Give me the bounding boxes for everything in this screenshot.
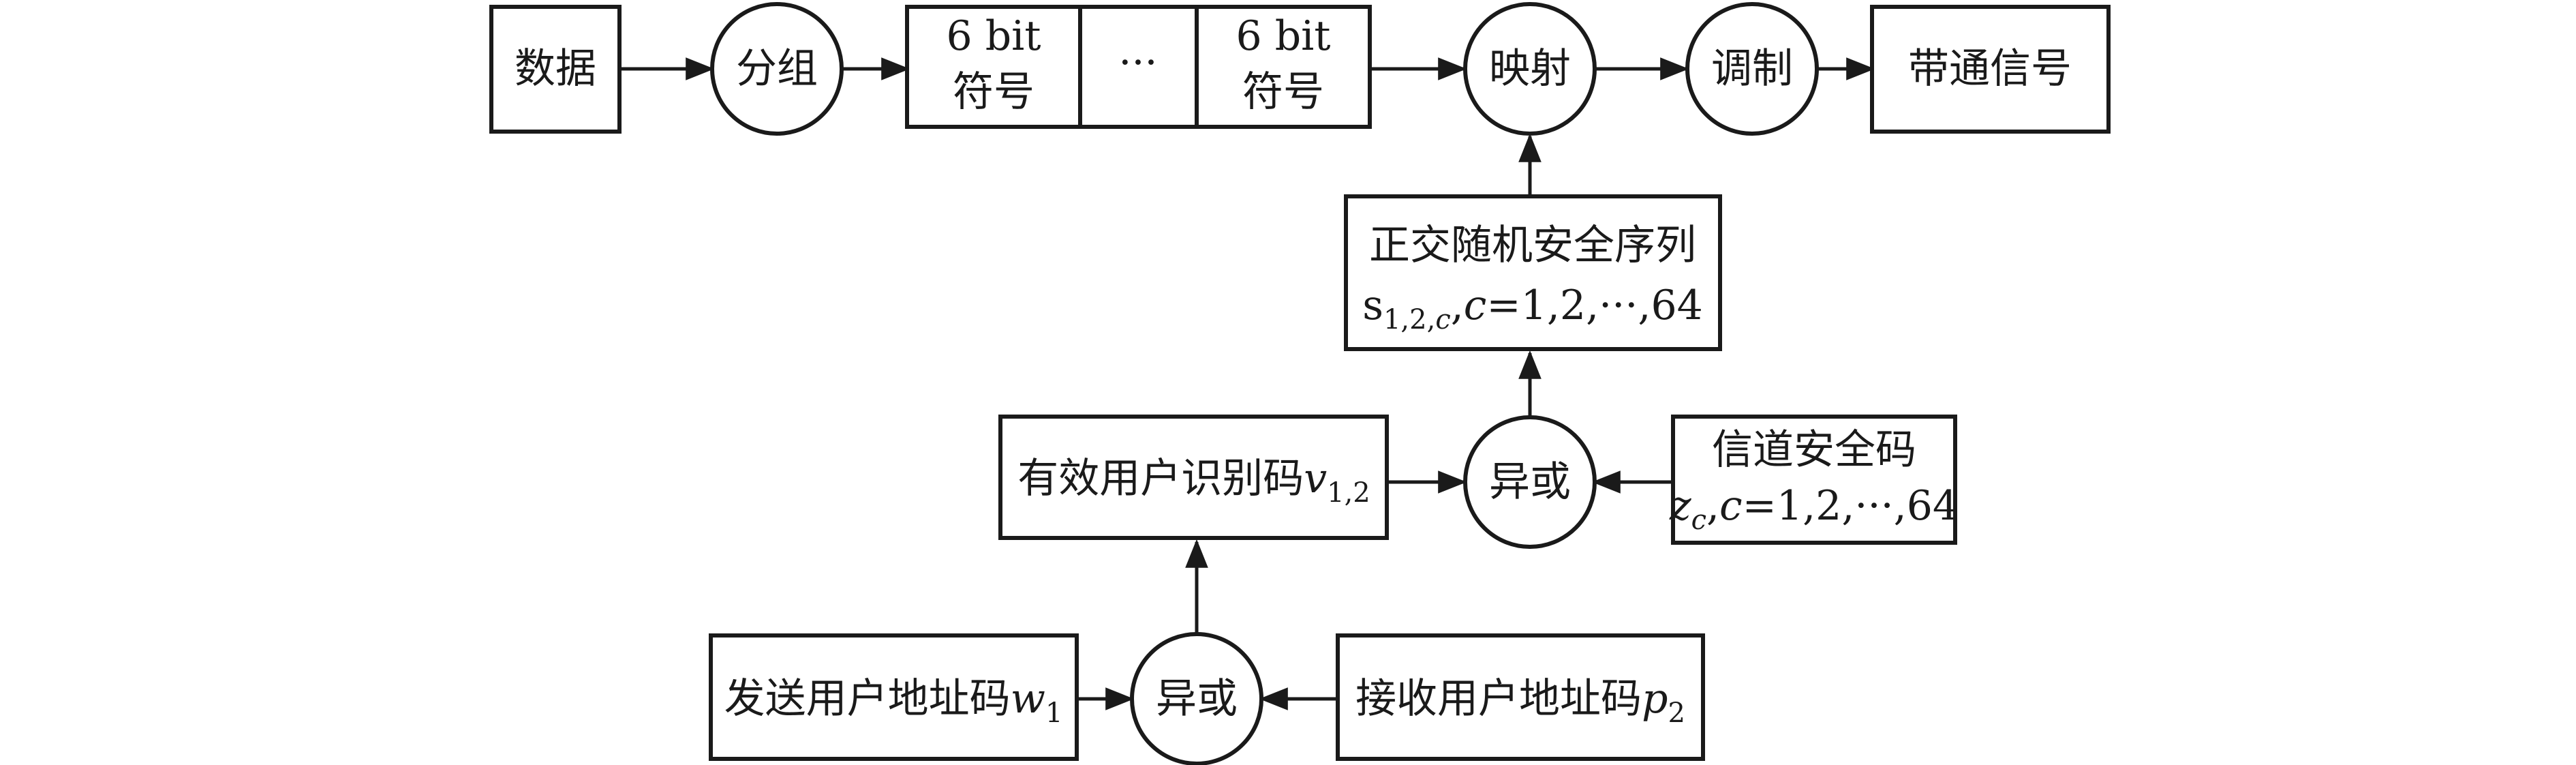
node-symbols: 6 bit 符号 ··· 6 bit 符号 <box>905 5 1372 129</box>
ortho-tail: =1,2,···,64 <box>1486 282 1702 329</box>
xor-lower-label: 异或 <box>1156 675 1238 723</box>
ortho-comma: , <box>1451 282 1464 329</box>
node-xor-lower: 异或 <box>1130 632 1263 765</box>
edges <box>619 57 1875 710</box>
symbol-b-line1: 6 bit <box>1236 12 1331 60</box>
ortho-sub: 1,2, <box>1383 304 1435 335</box>
node-group: 分组 <box>710 2 844 136</box>
receiver-label: 接收用户地址码p2 <box>1355 675 1685 729</box>
channel-zsub: c <box>1691 505 1706 536</box>
receiver-text: 接收用户地址码 <box>1355 675 1642 723</box>
valid-user-sub: 1,2 <box>1327 477 1370 509</box>
symbol-a-line1: 6 bit <box>947 12 1041 60</box>
node-valid-user-code: 有效用户识别码v1,2 <box>998 415 1389 540</box>
node-map-label: 映射 <box>1489 45 1571 93</box>
receiver-sub: 2 <box>1668 698 1685 729</box>
node-modulate: 调制 <box>1685 2 1819 136</box>
channel-tail: =1,2,···,64 <box>1743 482 1959 530</box>
valid-user-text: 有效用户识别码 <box>1017 455 1304 502</box>
node-sender-code: 发送用户地址码w1 <box>709 633 1079 761</box>
node-data-label: 数据 <box>515 45 596 93</box>
ortho-s: s <box>1362 282 1383 329</box>
channel-c: c <box>1719 482 1743 530</box>
channel-line2: zc,c=1,2,···,64 <box>1669 482 1959 536</box>
node-xor-upper: 异或 <box>1463 415 1597 549</box>
symbol-ellipsis: ··· <box>1118 39 1157 87</box>
node-map: 映射 <box>1463 2 1597 136</box>
sender-label: 发送用户地址码w1 <box>724 675 1063 729</box>
valid-user-label: 有效用户识别码v1,2 <box>1017 455 1370 509</box>
sender-w: w <box>1011 675 1045 723</box>
sender-text: 发送用户地址码 <box>724 675 1011 723</box>
channel-line1: 信道安全码 <box>1712 426 1916 474</box>
node-modulate-label: 调制 <box>1711 45 1793 93</box>
node-channel-code: 信道安全码 zc,c=1,2,···,64 <box>1669 415 1959 545</box>
node-group-label: 分组 <box>736 45 818 93</box>
symbol-a-line2: 符号 <box>953 68 1034 116</box>
node-receiver-code: 接收用户地址码p2 <box>1336 633 1705 761</box>
receiver-p: p <box>1642 675 1668 723</box>
node-bandpass: 带通信号 <box>1870 5 2111 134</box>
valid-user-v: v <box>1304 455 1327 502</box>
node-ortho-sequence: 正交随机安全序列 s1,2,c,c=1,2,···,64 <box>1344 194 1722 351</box>
xor-upper-label: 异或 <box>1489 458 1571 506</box>
ortho-sub-c: c <box>1435 304 1450 335</box>
channel-z: z <box>1669 482 1691 530</box>
ortho-line2: s1,2,c,c=1,2,···,64 <box>1362 282 1703 335</box>
node-data: 数据 <box>489 5 622 134</box>
symbol-b-line2: 符号 <box>1242 68 1324 116</box>
sender-sub: 1 <box>1045 698 1062 729</box>
node-bandpass-label: 带通信号 <box>1908 45 2072 93</box>
ortho-c: c <box>1464 282 1487 329</box>
ortho-line1: 正交随机安全序列 <box>1369 222 1696 269</box>
channel-comma: , <box>1706 482 1719 530</box>
